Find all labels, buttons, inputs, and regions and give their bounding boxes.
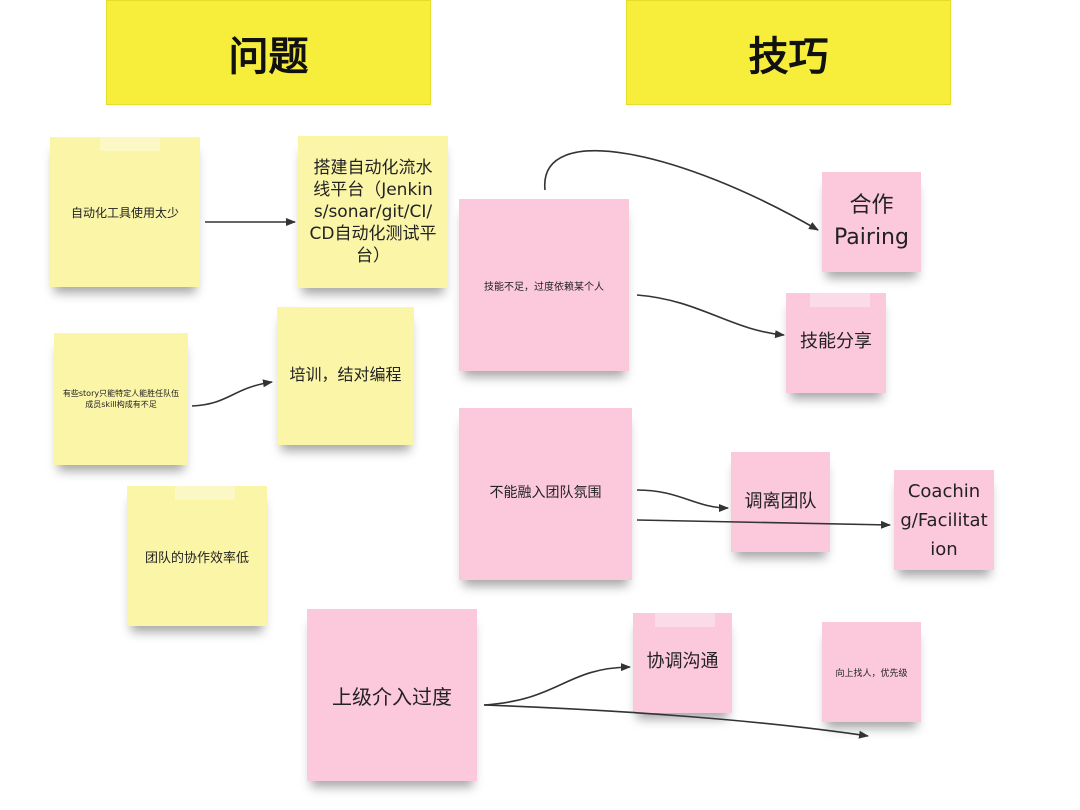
note-automation-platform-text: 搭建自动化流水线平台（Jenkins/sonar/git/CI/CD自动化测试平… xyxy=(309,158,437,266)
note-team-efficiency[interactable]: 团队的协作效率低 xyxy=(127,486,267,626)
note-team-efficiency-text: 团队的协作效率低 xyxy=(144,550,249,566)
note-superior-intervention[interactable]: 上级介入过度 xyxy=(307,609,477,781)
note-escalate[interactable]: 向上找人，优先级 xyxy=(822,622,921,722)
note-coordination[interactable]: 协调沟通 xyxy=(633,613,732,713)
note-leave-team[interactable]: 调离团队 xyxy=(731,452,830,552)
note-coaching[interactable]: Coaching/Facilitation xyxy=(894,470,994,570)
header-techniques-label: 技巧 xyxy=(748,33,829,80)
arrow-atmosphere-to-leave xyxy=(636,489,729,512)
note-automation-platform[interactable]: 搭建自动化流水线平台（Jenkins/sonar/git/CI/CD自动化测试平… xyxy=(298,136,448,288)
note-team-atmosphere-text: 不能融入团队氛围 xyxy=(489,485,602,501)
note-superior-intervention-text: 上级介入过度 xyxy=(332,684,452,709)
arrow-skill-to-sharing xyxy=(636,294,785,339)
note-team-atmosphere[interactable]: 不能融入团队氛围 xyxy=(459,408,632,580)
header-problems: 问题 xyxy=(106,0,431,105)
note-coordination-text: 协调沟通 xyxy=(646,651,719,672)
note-automation-tools-text: 自动化工具使用太少 xyxy=(70,205,179,220)
note-story-specific[interactable]: 有些story只能特定人能胜任队伍成员skill构成有不足 xyxy=(54,333,188,465)
note-training-pairing-text: 培训，结对编程 xyxy=(289,365,402,384)
note-training-pairing[interactable]: 培训，结对编程 xyxy=(277,307,414,445)
note-escalate-text: 向上找人，优先级 xyxy=(835,668,908,679)
note-leave-team-text: 调离团队 xyxy=(744,491,817,512)
header-techniques: 技巧 xyxy=(626,0,951,105)
arrow-superior-to-coordination xyxy=(483,663,631,706)
note-coaching-text: Coaching/Facilitation xyxy=(900,480,988,560)
note-automation-tools[interactable]: 自动化工具使用太少 xyxy=(50,137,200,287)
note-cooperation-pairing-text: 合作 Pairing xyxy=(834,193,909,250)
note-story-specific-text: 有些story只能特定人能胜任队伍成员skill构成有不足 xyxy=(62,389,180,409)
note-skill-sharing-text: 技能分享 xyxy=(800,331,872,352)
note-skill-shortage-text: 技能不足，过度依赖某个人 xyxy=(484,281,604,293)
header-problems-label: 问题 xyxy=(228,33,309,80)
note-skill-shortage[interactable]: 技能不足，过度依赖某个人 xyxy=(459,199,629,371)
note-cooperation-pairing[interactable]: 合作 Pairing xyxy=(822,172,921,272)
note-skill-sharing[interactable]: 技能分享 xyxy=(786,293,886,393)
arrow-story-to-training xyxy=(191,379,273,407)
